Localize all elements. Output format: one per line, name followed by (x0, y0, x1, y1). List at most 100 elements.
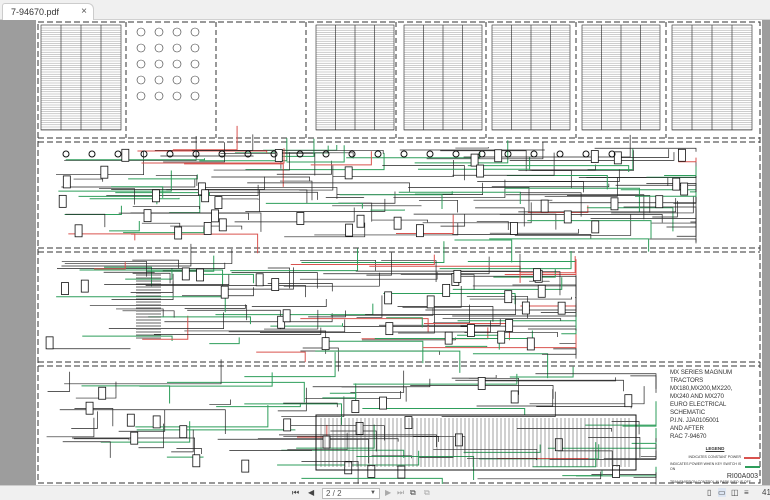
wire (155, 175, 198, 186)
two-page-icon[interactable]: ◫ (731, 488, 739, 497)
wire (145, 285, 306, 298)
wire (111, 176, 265, 190)
wire (47, 371, 71, 392)
symbol (154, 43, 164, 53)
wire (244, 352, 336, 378)
wire (142, 315, 189, 340)
component (85, 401, 94, 415)
page-number-input[interactable]: 2 / 2▼ (322, 488, 380, 499)
symbol (136, 27, 146, 37)
wire (299, 165, 334, 191)
symbol (172, 27, 182, 37)
component (179, 425, 188, 439)
wire (141, 222, 181, 239)
wire (184, 163, 284, 187)
scroll-icon[interactable]: ≡ (744, 488, 749, 497)
title-line: MX180,MX200,MX220, (670, 385, 733, 392)
sensor (452, 150, 460, 158)
wire (397, 306, 494, 322)
wire (603, 442, 657, 459)
component (100, 165, 109, 179)
wire (585, 424, 657, 426)
component (356, 214, 365, 228)
symbol (154, 59, 164, 69)
wire (356, 191, 396, 204)
wire (166, 456, 204, 458)
component (563, 210, 572, 224)
component (497, 330, 506, 344)
wire (651, 222, 697, 244)
wire (355, 253, 521, 272)
wire (64, 135, 197, 161)
component (126, 413, 135, 427)
wire (181, 287, 254, 297)
wire (228, 267, 294, 290)
wire (245, 152, 385, 171)
single-page-icon[interactable]: ▯ (707, 488, 712, 497)
wire (257, 438, 399, 442)
wire (118, 409, 166, 432)
wire (283, 272, 380, 287)
wire (509, 366, 574, 378)
first-page-button[interactable]: ⏮ (292, 488, 300, 497)
wire (455, 146, 489, 149)
component (384, 291, 393, 305)
wire (383, 293, 516, 305)
component (477, 377, 486, 390)
prev-page-button[interactable]: ◀ (308, 488, 315, 497)
zoom-level[interactable]: 41 (762, 488, 770, 497)
continuous-page-icon[interactable]: ▭ (718, 488, 726, 497)
wire (220, 152, 316, 176)
title-line: P.I.N. JJA0105001 (670, 417, 720, 424)
wire (283, 435, 439, 442)
symbol (136, 43, 146, 53)
component (214, 196, 223, 210)
symbol (154, 27, 164, 37)
copy-icon[interactable]: ⧉ (410, 488, 416, 497)
last-page-button[interactable]: ⏭ (397, 488, 405, 497)
wire (73, 438, 130, 441)
component (521, 301, 530, 315)
component (74, 224, 83, 238)
wire (299, 272, 438, 280)
component (444, 331, 453, 345)
component (613, 151, 622, 165)
symbol (172, 91, 182, 101)
wire (356, 295, 383, 318)
wire (566, 195, 651, 213)
symbol (136, 59, 146, 69)
wire (469, 296, 572, 300)
close-icon[interactable]: × (81, 6, 87, 17)
wire (489, 238, 650, 252)
wire (64, 249, 233, 264)
wire (410, 385, 554, 399)
wire (170, 225, 243, 230)
wire (310, 151, 372, 166)
component (494, 149, 503, 163)
component (196, 268, 204, 282)
wire (94, 262, 126, 270)
wire (455, 379, 624, 392)
wire (400, 274, 475, 290)
sensor (400, 150, 408, 158)
wire (575, 297, 577, 317)
wire (171, 429, 194, 453)
wire (104, 266, 152, 287)
component (540, 199, 549, 213)
component (61, 282, 69, 295)
wire (630, 375, 657, 393)
wire (89, 305, 248, 321)
wire (588, 437, 641, 458)
sensor (530, 150, 538, 158)
paste-icon[interactable]: ⧉ (424, 488, 430, 497)
wire (287, 432, 348, 451)
chevron-down-icon[interactable]: ▼ (370, 490, 376, 496)
wire (463, 134, 631, 158)
wire (478, 444, 600, 460)
next-page-button[interactable]: ▶ (385, 488, 392, 497)
sensor (504, 150, 512, 158)
component (45, 336, 54, 350)
component (678, 148, 686, 162)
tab-document[interactable]: 7-94670.pdf × (2, 3, 94, 20)
wire (440, 214, 466, 227)
